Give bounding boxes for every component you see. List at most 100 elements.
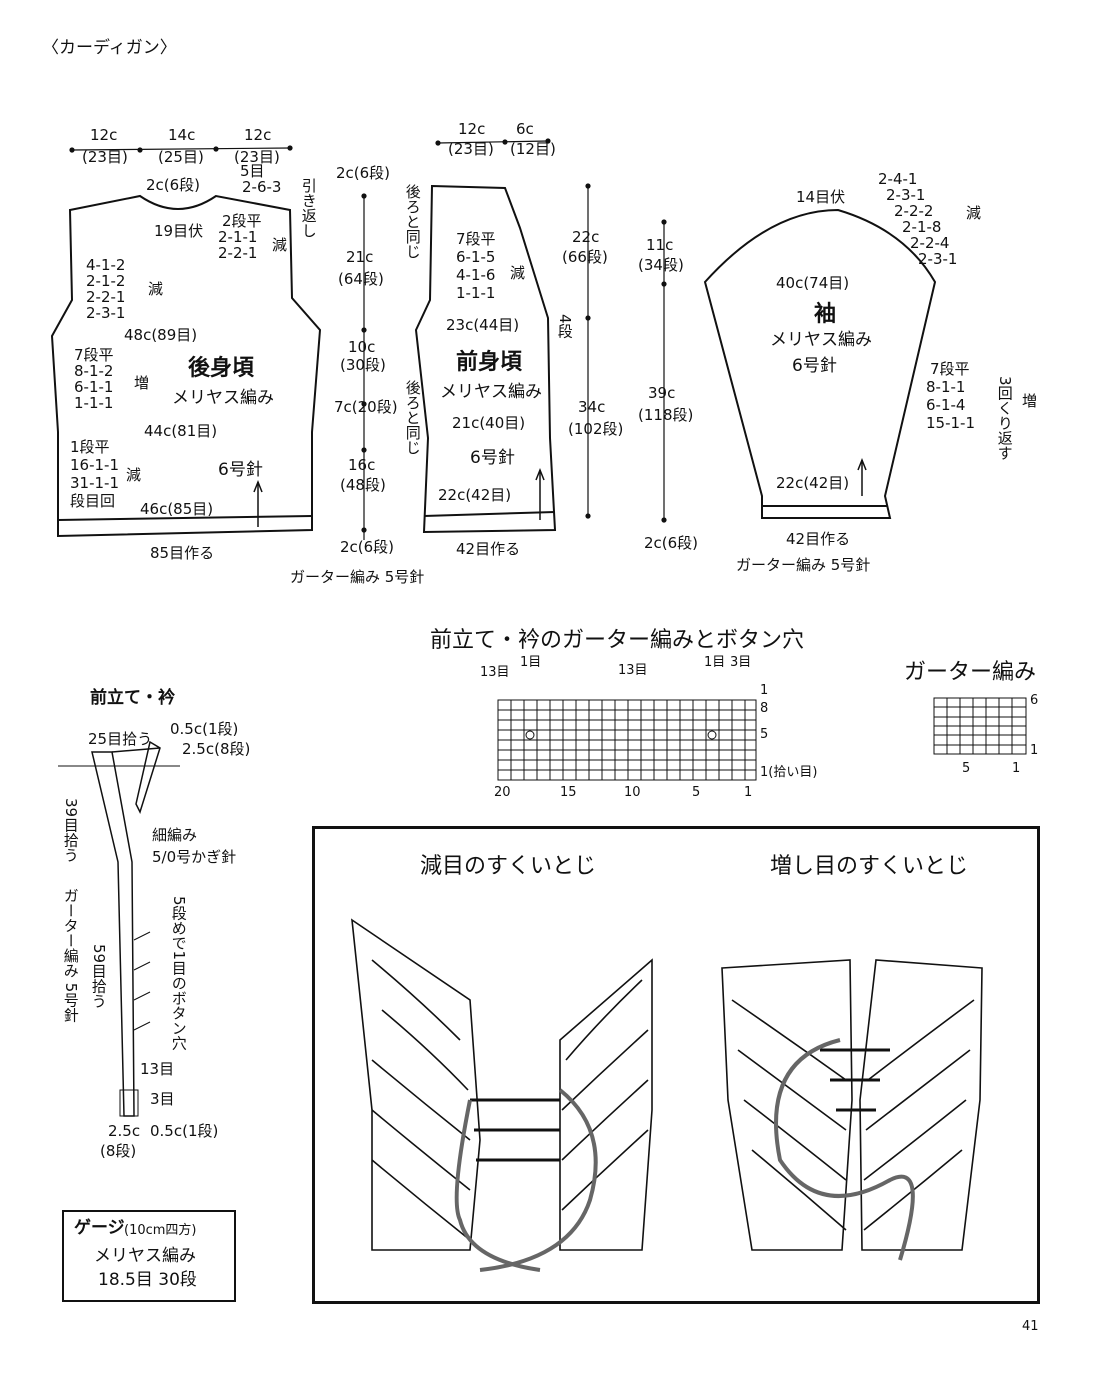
sleeve-cuff: 22c(42目) — [776, 474, 850, 492]
chart-row-pickup: 1(拾い目) — [760, 765, 818, 780]
front-title: 前身頃 — [456, 350, 523, 375]
sleeve-body-height-rows: (118段) — [638, 406, 694, 424]
chart-col-1: 1 — [744, 785, 753, 800]
band-three: 3目 — [150, 1090, 175, 1108]
back-neck-depth: 2c(6段) — [146, 176, 201, 194]
page-number: 41 — [1022, 1319, 1039, 1334]
front-upper-height: 22c — [572, 228, 600, 246]
sleeve-inc-4: 15-1-1 — [926, 414, 975, 432]
sleeve-cap-dec-6: 2-3-1 — [918, 250, 958, 268]
back-width-3: 12c — [244, 126, 272, 144]
sleeve-outline — [703, 208, 937, 519]
garter-row-1: 1 — [1030, 743, 1039, 758]
back-shoulder-rule: 2-6-3 — [242, 178, 282, 196]
back-armhole-dec-1: 4-1-2 — [86, 256, 126, 274]
band-bottom-rows: (8段) — [100, 1142, 137, 1160]
back-ribbing: ガーター編み 5号針 — [290, 568, 425, 586]
back-title: 後身頃 — [188, 356, 255, 381]
chart-row-1: 1 — [760, 683, 769, 698]
front-width-2: 6c — [516, 120, 534, 138]
sleeve-inc-2: 8-1-1 — [926, 378, 966, 396]
back-armhole-dec-2: 2-1-2 — [86, 272, 126, 290]
vert-v1: 21c — [346, 248, 374, 266]
back-armhole-dec-4: 2-3-1 — [86, 304, 126, 322]
back-neck-dec-2: 2-1-1 — [218, 228, 258, 246]
back-shoulder-5: 5目 — [240, 162, 265, 180]
garter-col-1: 1 — [1012, 761, 1021, 776]
sleeve-upper-width: 40c(74目) — [776, 274, 850, 292]
garter-chart-title: ガーター編み — [904, 660, 1037, 685]
band-bottom-w05: 0.5c(1段) — [150, 1122, 219, 1140]
back-armhole-dec-3: 2-2-1 — [86, 288, 126, 306]
back-armhole-dec-label: 減 — [148, 280, 164, 298]
chart-row-5: 5 — [760, 727, 769, 742]
front-hem-width: 22c(42目) — [438, 486, 512, 504]
front-needle: 6号針 — [470, 448, 515, 468]
sleeve-stitch: メリヤス編み — [770, 330, 872, 350]
chart-top-1b: 1目 — [704, 655, 726, 670]
sleeve-cap-dec-3: 2-2-2 — [894, 202, 934, 220]
back-neck-dec-3: 2-2-1 — [218, 244, 258, 262]
front-neck-dec-4: 1-1-1 — [456, 284, 496, 302]
back-width-3-sts: (23目) — [234, 148, 280, 166]
page-title: 〈カーディガン〉 — [42, 38, 177, 58]
chart-col-10: 10 — [624, 785, 641, 800]
band-title: 前立て・衿 — [90, 688, 175, 708]
back-side-inc-2: 8-1-2 — [74, 362, 114, 380]
sleeve-inc-1: 7段平 — [930, 360, 970, 378]
back-width-1: 12c — [90, 126, 118, 144]
front-band-outline — [91, 751, 135, 1117]
front-neck-dec-3: 4-1-6 — [456, 266, 496, 284]
vert-top: 2c(6段) — [336, 164, 391, 182]
chart-top-13b: 13目 — [618, 663, 648, 678]
back-hem-dec-3: 31-1-1 — [70, 474, 119, 492]
back-width-2-sts: (25目) — [158, 148, 204, 166]
buttonhole-chart-title: 前立て・衿のガーター編みとボタン穴 — [430, 628, 805, 653]
back-needle: 6号針 — [218, 460, 263, 480]
back-stitch: メリヤス編み — [172, 388, 274, 408]
front-same-as-back-top: 後ろと同じ — [403, 184, 422, 259]
chart-top-1a: 1目 — [520, 655, 542, 670]
sleeve-cap-dec-4: 2-1-8 — [902, 218, 942, 236]
sleeve-repeat: 3回くり返す — [995, 376, 1014, 461]
sleeve-needle: 6号針 — [792, 356, 837, 376]
front-same-as-back-side: 後ろと同じ — [403, 380, 422, 455]
front-neck-dec-label: 減 — [510, 264, 526, 282]
back-width-2: 14c — [168, 126, 196, 144]
back-neck-dec-label: 減 — [272, 236, 288, 254]
back-side-inc-4: 1-1-1 — [74, 394, 114, 412]
back-hem-dec-1: 1段平 — [70, 438, 110, 456]
front-upper-height-rows: (66段) — [562, 248, 608, 266]
chart-top-13a: 13目 — [480, 665, 510, 680]
band-thirteen: 13目 — [140, 1060, 175, 1078]
garter-col-5: 5 — [962, 761, 971, 776]
front-neck-dec-1: 7段平 — [456, 230, 496, 248]
vert-v2: 10c — [348, 338, 376, 356]
front-stitch: メリヤス編み — [440, 382, 542, 402]
increase-seam-illustration — [721, 959, 983, 1261]
decrease-seam-illustration — [351, 918, 653, 1272]
gauge-box: ゲージ (10cm四方) メリヤス編み 18.5目 30段 — [62, 1210, 236, 1302]
front-neck-dec-2: 6-1-5 — [456, 248, 496, 266]
buttonhole-chart-grid — [497, 699, 757, 781]
vert-v1-rows: (64段) — [338, 270, 384, 288]
vert-v3: 7c(20段) — [334, 398, 398, 416]
back-waist: 44c(81目) — [144, 422, 218, 440]
band-pick-25: 25目拾う — [88, 730, 153, 748]
sleeve-ribbing: ガーター編み 5号針 — [736, 556, 871, 574]
vert-bottom: 2c(6段) — [340, 538, 395, 556]
finishing-frame — [312, 826, 1040, 1304]
gauge-title: ゲージ — [74, 1218, 125, 1238]
front-waist: 21c(40目) — [452, 414, 526, 432]
band-w25: 2.5c(8段) — [182, 740, 251, 758]
sleeve-cap-height-rows: (34段) — [638, 256, 684, 274]
sleeve-cap-dec-1: 2-4-1 — [878, 170, 918, 188]
band-garter: ガーター編み 5号針 — [61, 888, 80, 1023]
front-width-2-sts: (12目) — [510, 140, 556, 158]
sleeve-cap-dec-2: 2-3-1 — [886, 186, 926, 204]
chart-col-20: 20 — [494, 785, 511, 800]
back-hem-dec-label: 減 — [126, 466, 142, 484]
sleeve-cast-on: 42目作る — [786, 530, 851, 548]
chart-col-5: 5 — [692, 785, 701, 800]
